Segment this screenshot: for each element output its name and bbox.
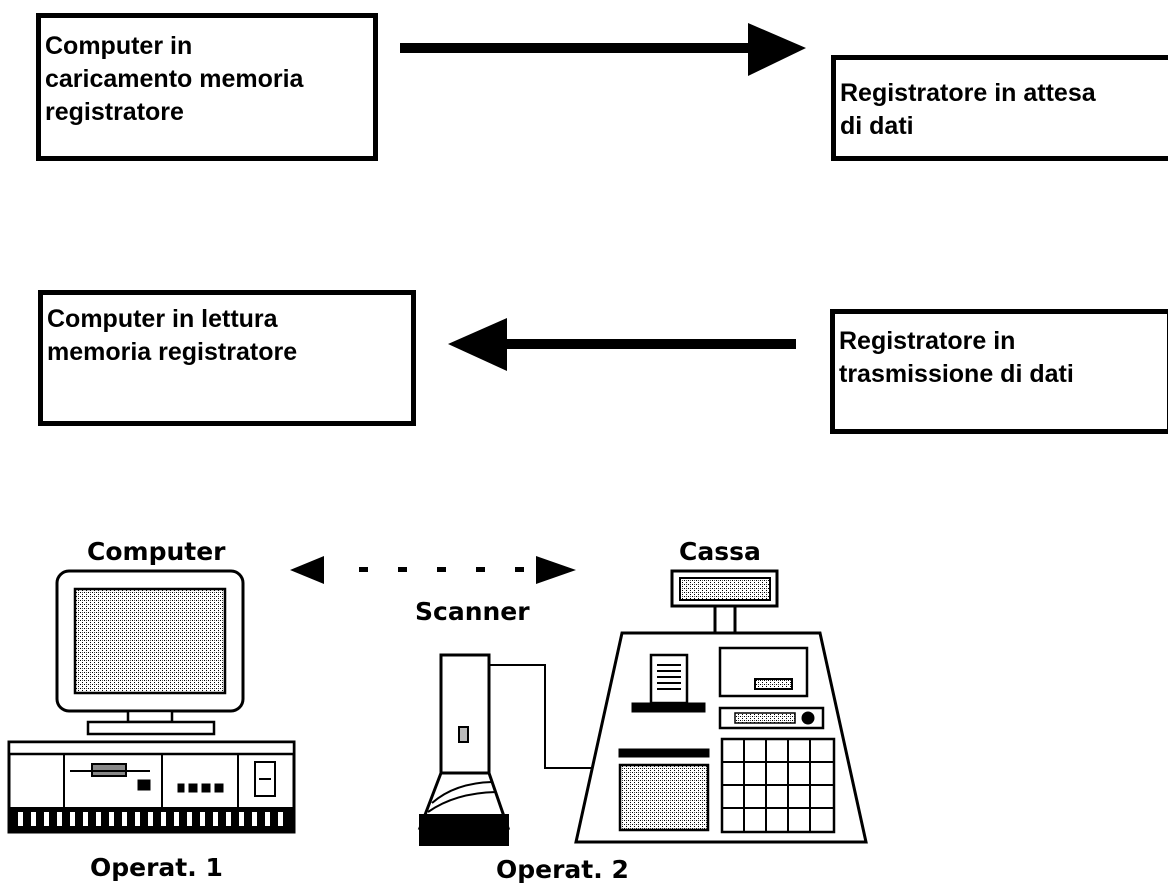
box-computer-reading: Computer in lettura memoria registratore bbox=[38, 290, 416, 426]
box-computer-loading: Computer in caricamento memoria registra… bbox=[36, 13, 378, 161]
box-recorder-waiting-text: Registratore in attesa di dati bbox=[840, 79, 1096, 140]
dashed-double-arrow-icon bbox=[290, 556, 576, 584]
arrow-left-icon bbox=[448, 318, 796, 371]
computer-vent-icon bbox=[18, 812, 283, 826]
label-computer: Computer bbox=[87, 537, 226, 566]
label-operat-1: Operat. 1 bbox=[90, 853, 223, 882]
box-computer-loading-text: Computer in caricamento memoria registra… bbox=[45, 32, 304, 126]
label-cassa: Cassa bbox=[679, 537, 761, 566]
box-recorder-waiting: Registratore in attesa di dati bbox=[831, 55, 1168, 161]
label-scanner: Scanner bbox=[415, 597, 530, 626]
computer-icon bbox=[7, 569, 296, 834]
label-operat-2: Operat. 2 bbox=[496, 855, 629, 884]
box-computer-reading-text: Computer in lettura memoria registratore bbox=[47, 305, 298, 366]
arrow-right-icon bbox=[400, 23, 806, 76]
box-recorder-transmitting: Registratore in trasmissione di dati bbox=[830, 309, 1168, 434]
box-recorder-transmitting-text: Registratore in trasmissione di dati bbox=[839, 327, 1074, 388]
scanner-icon bbox=[417, 653, 598, 846]
cash-register-icon bbox=[574, 569, 868, 844]
